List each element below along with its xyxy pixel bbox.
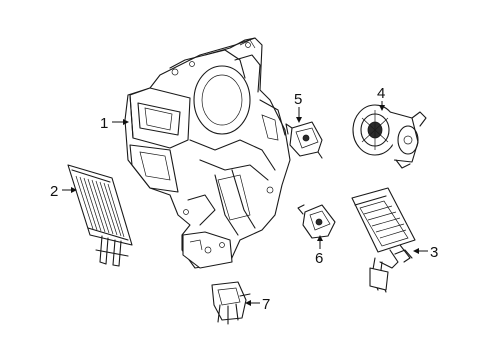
callout-label-6: 6: [315, 250, 323, 267]
callout-1: 1: [100, 115, 129, 132]
heater-core-part: [67, 164, 133, 267]
blower-motor-part: [352, 104, 427, 169]
blower-resistor-part: [211, 281, 251, 325]
actuator-part-6: [297, 204, 336, 239]
callout-label-7: 7: [262, 296, 270, 313]
callout-4: 4: [377, 85, 385, 111]
callout-label-3: 3: [430, 244, 438, 261]
callout-5: 5: [294, 91, 302, 123]
hvac-housing-part: [124, 37, 291, 269]
callout-label-4: 4: [377, 85, 385, 102]
actuator-part-5: [285, 121, 323, 159]
callout-label-1: 1: [100, 115, 108, 132]
evaporator-part: [351, 187, 416, 293]
callout-3: 3: [413, 244, 438, 261]
callout-7: 7: [245, 296, 270, 313]
callout-6: 6: [315, 235, 323, 267]
callout-label-5: 5: [294, 91, 302, 108]
callout-label-2: 2: [50, 183, 58, 200]
callout-2: 2: [50, 183, 77, 200]
